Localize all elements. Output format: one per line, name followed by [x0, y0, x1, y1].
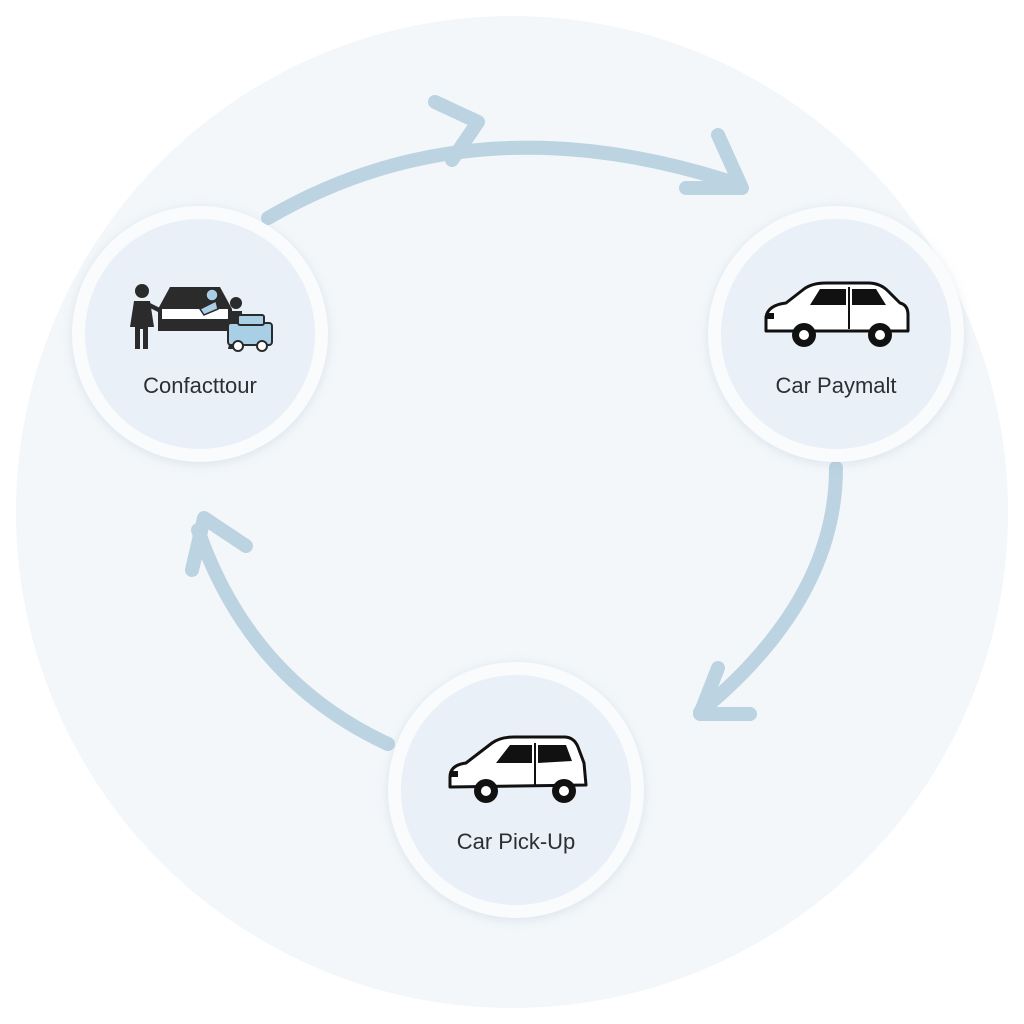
hatchback-car-icon	[448, 735, 588, 803]
step-node-inner: Car Pick-Up	[401, 675, 631, 905]
dealer-service-icon	[130, 284, 273, 352]
step-label: Car Paymalt	[775, 373, 897, 398]
step-label: Confacttour	[143, 373, 257, 398]
arrow-1-to-2	[261, 95, 749, 225]
arrow-3-to-1	[185, 511, 395, 751]
sedan-car-icon	[764, 281, 910, 347]
step-node-car-payment: Car Paymalt	[708, 206, 964, 462]
arrow-2-to-3	[693, 461, 843, 721]
step-node-inner: Confacttour	[85, 219, 315, 449]
step-node-confacttour: Confacttour	[72, 206, 328, 462]
step-node-inner: Car Paymalt	[721, 219, 951, 449]
step-node-car-pick-up: Car Pick-Up	[388, 662, 644, 918]
step-label: Car Pick-Up	[456, 829, 576, 854]
